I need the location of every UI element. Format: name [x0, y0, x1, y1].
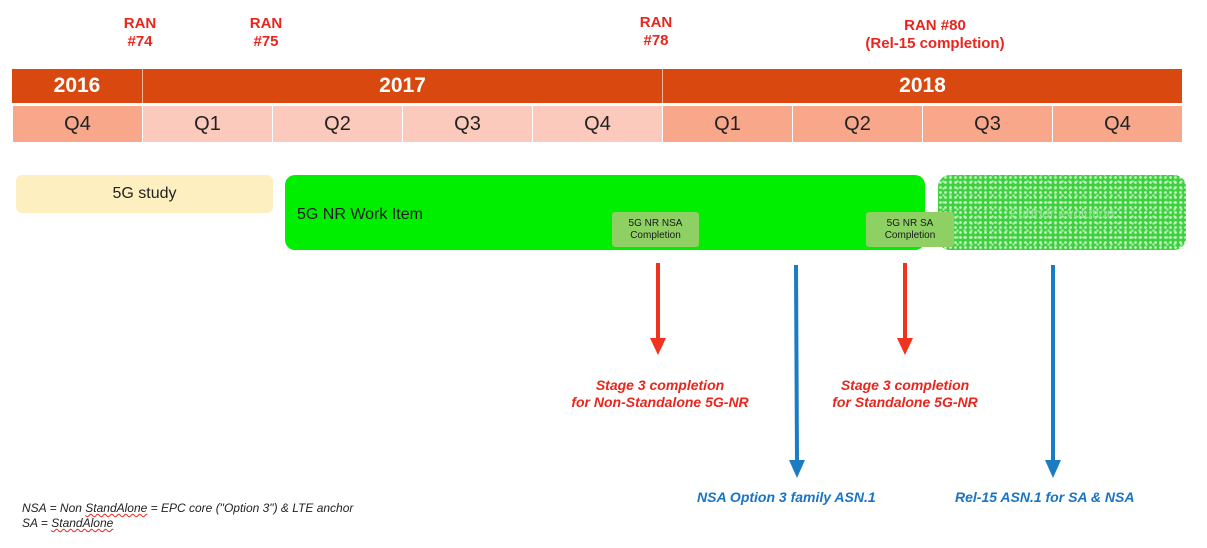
further-evolution-box: Further evolution [938, 175, 1186, 250]
quarter-2017-q2: Q2 [272, 106, 402, 142]
footnote-nsa-prefix: NSA = Non [22, 501, 86, 515]
red-arrow-sa [897, 263, 913, 355]
work-item-phase-box [285, 175, 925, 250]
ran-75-label: RAN #75 [249, 15, 283, 50]
sa-completion-milestone: 5G NR SA Completion [866, 212, 954, 247]
footnote-line-2: SA = StandAlone [22, 516, 353, 531]
ran-80-label: RAN #80 (Rel-15 completion) [865, 17, 1005, 52]
red-arrow-nsa [650, 263, 666, 355]
footnote-line-1: NSA = Non StandAlone = EPC core ("Option… [22, 501, 353, 516]
quarter-2018-q2: Q2 [792, 106, 922, 142]
further-evolution-label: Further evolution [1009, 204, 1115, 221]
footnote-sa-prefix: SA = [22, 516, 52, 530]
quarter-2018-q1: Q1 [662, 106, 792, 142]
stage3-sa-note: Stage 3 completion for Standalone 5G-NR [832, 377, 978, 410]
ran-74-label: RAN #74 [123, 15, 157, 50]
quarter-2018-q4: Q4 [1052, 106, 1182, 142]
quarter-2016-q4: Q4 [12, 106, 142, 142]
quarter-2017-q4: Q4 [532, 106, 662, 142]
footnote-sa-term: StandAlone [51, 516, 114, 530]
quarter-2017-q1: Q1 [142, 106, 272, 142]
footnote-nsa-term: StandAlone [85, 501, 148, 515]
study-phase-label: 5G study [112, 185, 177, 202]
stage3-nsa-note: Stage 3 completion for Non-Standalone 5G… [571, 377, 749, 410]
quarter-2017-q3: Q3 [402, 106, 532, 142]
footnote: NSA = Non StandAlone = EPC core ("Option… [22, 501, 353, 531]
ran-78-label: RAN #78 [639, 14, 673, 49]
blue-arrow-nsa-asn [789, 264, 805, 478]
year-2017: 2017 [142, 69, 662, 103]
footnote-nsa-suffix: = EPC core ("Option 3") & LTE anchor [147, 501, 354, 515]
blue-arrow-rel15-asn [1045, 265, 1061, 478]
year-2018: 2018 [662, 69, 1182, 103]
nsa-completion-milestone: 5G NR NSA Completion [612, 212, 699, 247]
work-item-phase-label: 5G NR Work Item [297, 206, 423, 223]
study-phase-box: 5G study [16, 175, 273, 213]
year-2016: 2016 [12, 69, 142, 103]
quarter-2018-q3: Q3 [922, 106, 1052, 142]
nsa-asn1-note: NSA Option 3 family ASN.1 [697, 489, 876, 505]
rel15-asn1-note: Rel-15 ASN.1 for SA & NSA [955, 489, 1135, 505]
